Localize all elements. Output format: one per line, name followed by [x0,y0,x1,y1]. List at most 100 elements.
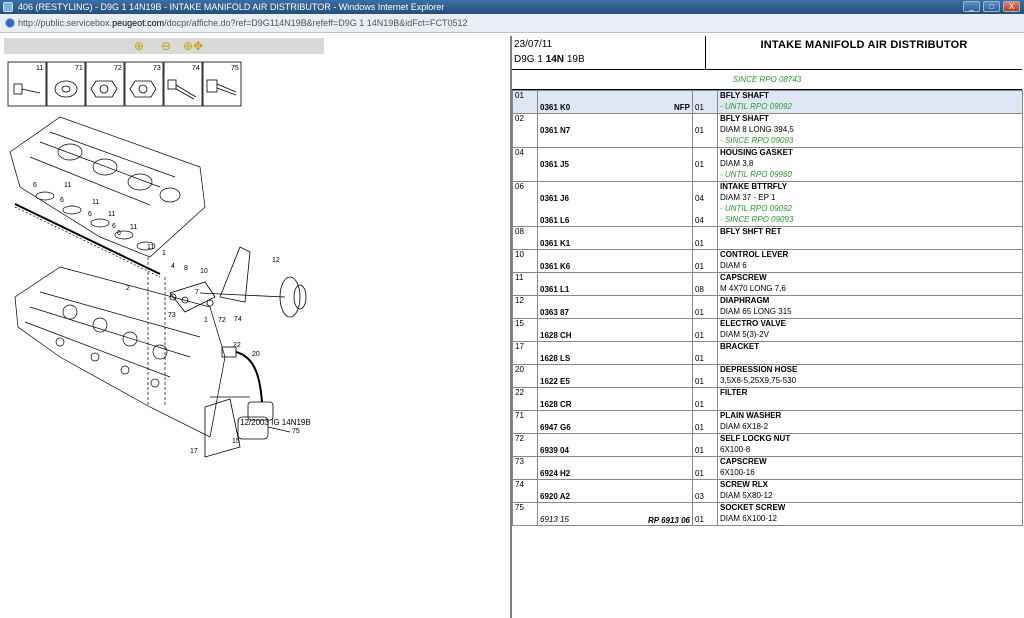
part-number-cell[interactable]: 6913 15 RP 6913 06 [537,502,693,526]
part-ref: 12 [512,295,538,319]
part-number[interactable]: 0361 J5 [540,160,569,169]
part-number-cell[interactable]: 6939 04 [537,433,693,457]
thumbnail-labels: 11 71 72 73 74 75 [36,65,239,72]
part-number-cell[interactable]: 0363 87 [537,295,693,319]
part-number-cell[interactable]: 0361 J6 0361 L6 [537,181,693,227]
engine-code-c: 19B [566,54,585,65]
part-number[interactable]: 6924 H2 [540,469,571,478]
part-number[interactable]: 1622 E5 [540,377,570,386]
part-number[interactable]: 0363 87 [540,308,569,317]
part-number-cell[interactable]: 1628 CH [537,318,693,342]
part-number-cell[interactable]: 0361 K6 [537,249,693,273]
part-number-cell[interactable]: 6947 G6 [537,410,693,434]
part-number-cell[interactable]: 0361 J5 [537,147,693,182]
part-number[interactable]: 0361 N7 [540,126,571,135]
part-ref: 02 [512,113,538,148]
minimize-button[interactable]: _ [963,1,980,12]
part-number[interactable]: 0361 K0 [540,103,571,112]
spacer [540,148,690,159]
part-number-cell[interactable]: 1628 CR [537,387,693,411]
part-number[interactable]: 0361 L1 [540,285,570,294]
part-number[interactable]: 0361 K6 [540,262,571,271]
part-number-cell[interactable]: 6924 H2 [537,456,693,480]
electrovalve-drawing [204,346,291,458]
part-number-cell[interactable]: 6920 A2 [537,479,693,503]
close-button[interactable]: X [1003,1,1020,12]
part-name: BFLY SHFT RET [720,227,782,236]
spacer [695,182,715,193]
part-number[interactable]: 0361 K1 [540,239,571,248]
drawing-stamp: 12/2003 IG 14N19B [240,418,311,427]
part-number-cell[interactable]: 1622 E5 [537,364,693,388]
page-icon [5,18,15,28]
spacer [695,170,715,181]
spacer [695,411,715,422]
callout: 12 [272,257,280,264]
spacer [695,273,715,284]
spacer [540,204,690,215]
part-qty-cell: 01 [692,502,718,526]
part-ref: 75 [512,502,538,526]
zoom-in-icon[interactable]: ⊕ [133,39,145,53]
part-rpo-note: - SINCE RPO 09093 [720,215,794,224]
spacer [540,388,690,399]
spacer [695,296,715,307]
part-ref: 01 [512,90,538,114]
part-qty: 01 [695,377,704,386]
part-number[interactable]: 6913 15 [540,515,569,524]
part-number-cell[interactable]: 0361 L1 [537,272,693,296]
part-number[interactable]: 0361 J6 [540,194,569,203]
part-number[interactable]: 0361 L6 [540,216,570,225]
part-number[interactable]: 6939 04 [540,446,569,455]
part-number-cell[interactable]: 1628 LS [537,341,693,365]
part-qty-cell: 01 [692,147,718,182]
part-number[interactable]: 1628 LS [540,354,571,363]
engine-code-b: 14N [545,54,565,65]
exploded-diagram[interactable]: 11 71 72 73 74 75 [0,57,510,617]
zoom-out-icon[interactable]: ⊖ [160,39,172,53]
pane-splitter[interactable] [510,36,512,618]
part-number-cell[interactable]: 0361 N7 [537,113,693,148]
part-number-cell[interactable]: 0361 K1 [537,226,693,250]
part-number[interactable]: 6947 G6 [540,423,571,432]
url-field[interactable]: http://public.servicebox.peugeot.com/doc… [18,17,1018,30]
spacer [540,91,690,102]
callout: 11 [108,211,115,218]
part-number[interactable]: 1628 CH [540,331,572,340]
callout: 6 [117,230,121,237]
spacer [695,227,715,238]
part-spec: DIAM 5(3)-2V [720,330,769,339]
maximize-button[interactable]: □ [983,1,1000,12]
part-spec: 6X100-8 [720,445,751,454]
spacer [540,480,690,491]
part-number[interactable]: 1628 CR [540,400,572,409]
part-number[interactable]: 6920 A2 [540,492,570,501]
part-replacement[interactable]: RP 6913 06 [648,516,690,525]
zoom-pan-icon[interactable]: ⊕✥ [182,39,204,53]
butterfly-valves [35,191,156,251]
